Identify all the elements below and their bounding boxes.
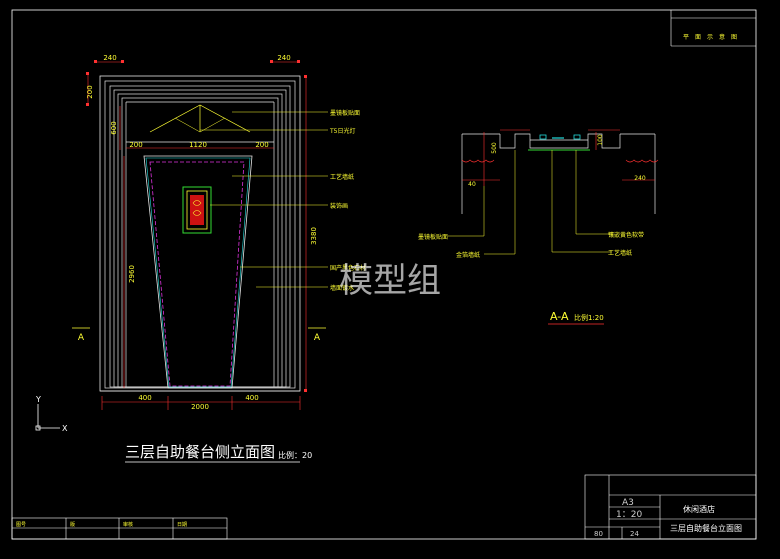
section-dim-right: 100 [597,134,604,146]
note-black-stone: 国产黑色石材 [330,264,366,272]
table-cell-1: 图号 [16,522,26,528]
section-outline [461,133,656,214]
painting-inner [186,190,208,230]
note-mirror-panel: 墨镜板贴面 [330,109,360,117]
watermark-text: 模型组 [339,261,441,301]
drawing-border [11,9,757,540]
titleblock-code-b: 24 [630,530,639,538]
dim-top-right: 240 [277,54,290,62]
section-title: A-A [550,310,569,323]
note-painting: 装饰画 [330,202,348,210]
table-cell-2: 版 [70,521,75,528]
elevation-title: 三层自助餐台侧立面图 [125,443,275,461]
painting-fill [190,195,204,225]
section-mark-right: A [314,333,321,343]
painting-frame [182,186,212,234]
top-right-block: 平面示意图 [670,10,756,47]
section-dim-left: 500 [491,142,498,154]
ucs-x-label: X [62,424,68,433]
ucs-axis-icon [35,404,60,431]
dimension-ticks [86,60,307,392]
section-note-yellow-band: 镶嵌黄色软带 [608,231,644,239]
dim-top-left: 240 [103,54,116,62]
dim-upper-center: 1120 [189,141,207,149]
titleblock-drawing: 三层自助餐台立面图 [670,523,742,533]
elevation-drawing: 240 240 200 600 200 1120 200 3380 2960 4… [72,54,366,463]
note-wall-finish: 墙面镀水 [330,284,354,292]
tapered-panel-magenta [149,161,245,387]
section-note-gold: 金箔墙纸 [456,251,480,259]
dim-bottom-right: 400 [245,394,258,402]
top-right-label: 平面示意图 [683,33,743,41]
section-drawing: 500 100 40 240 墨镜板贴面 金箔墙纸 镶嵌黄色软带 工艺墙纸 A-… [418,129,659,325]
title-block [584,474,757,540]
dim-left-main: 2960 [128,265,136,283]
elevation-leaders [200,111,328,288]
section-note-mirror: 墨镜板贴面 [418,233,448,241]
table-cell-3: 审核 [123,521,133,528]
elevation-dimensions [87,61,307,410]
tapered-panel-outer [143,155,253,389]
bottom-left-table [11,517,228,540]
dim-left-top: 200 [86,85,94,98]
dim-upper-right: 200 [255,141,268,149]
titleblock-scale: 1：20 [616,510,642,520]
section-mark-left: A [78,333,85,343]
section-dim-bottom-left: 40 [468,181,476,188]
ucs-y-label: Y [35,395,41,404]
dim-right-total: 3380 [310,227,318,245]
note-wallpaper: 工艺墙纸 [330,173,354,181]
section-note-wallpaper: 工艺墙纸 [608,249,632,257]
section-leaders [448,150,612,255]
section-dimensions [462,129,655,186]
tapered-panel-cyan [145,157,251,388]
titleblock-code-a: 80 [594,530,603,538]
note-t5-light: T5日光灯 [329,127,355,135]
section-scale: 比例1:20 [574,313,604,322]
dim-left-upper: 600 [110,121,118,134]
section-dim-bottom-right: 240 [634,175,646,182]
table-cell-4: 日期 [177,522,187,528]
elevation-scale: 比例：20 [278,450,312,460]
dim-bottom-center: 2000 [191,403,209,411]
dim-upper-left: 200 [129,141,142,149]
dim-bottom-left: 400 [138,394,151,402]
titleblock-sheet: A3 [622,498,634,508]
titleblock-project: 休闲酒店 [683,504,715,514]
